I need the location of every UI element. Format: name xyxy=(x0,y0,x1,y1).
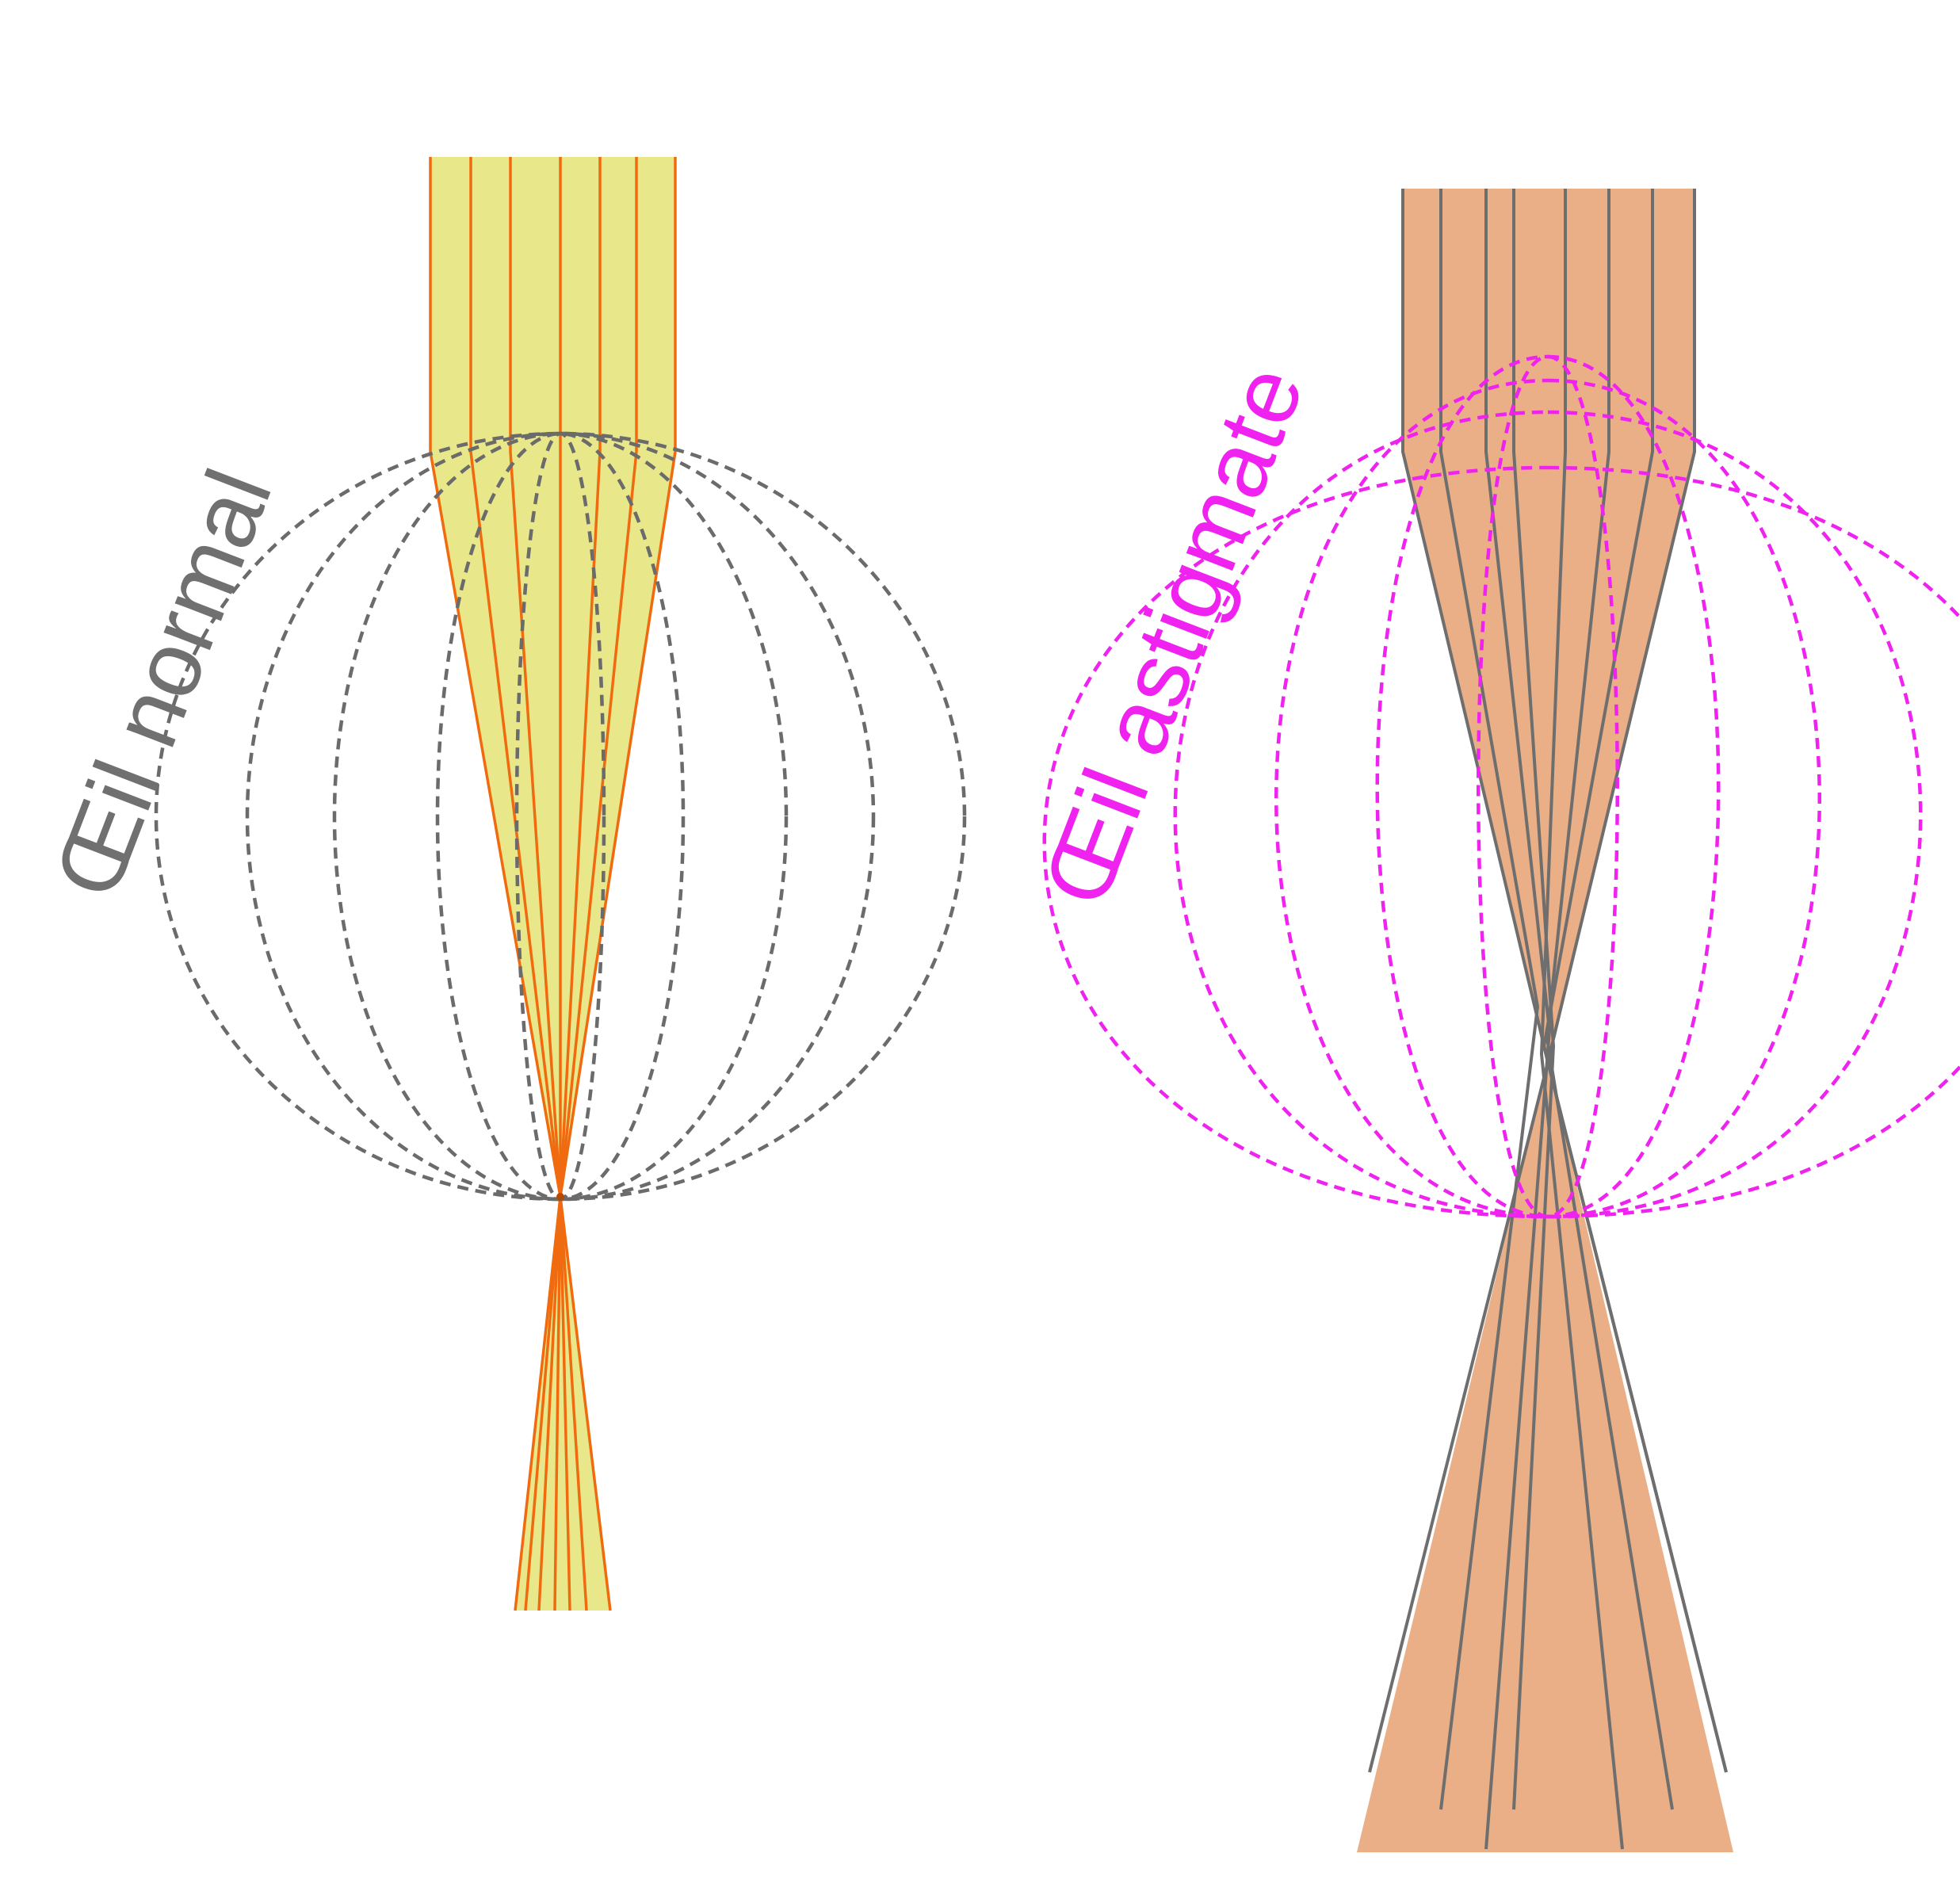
normal-ray xyxy=(553,157,562,1611)
astig-rays xyxy=(1368,189,1728,1850)
normal-eye-label: Œil normal xyxy=(34,457,292,911)
sphere-meridian xyxy=(1042,465,1960,1219)
normal-ray xyxy=(509,157,562,1611)
astig-ray xyxy=(1439,189,1540,1810)
normal-ray xyxy=(429,157,562,1611)
normal-eye: Œil normal xyxy=(34,157,967,1611)
normal-beam-lower xyxy=(515,1197,610,1611)
astigmatic-eye: Œil astigmate xyxy=(1023,189,1960,1852)
sphere-meridian xyxy=(332,431,789,1202)
astig-beam-lower xyxy=(1357,1062,1733,1852)
astig-eye-sphere xyxy=(1042,354,1960,1219)
normal-ray xyxy=(559,157,677,1611)
normal-ray xyxy=(559,157,638,1611)
astig-ray xyxy=(1484,189,1552,1850)
normal-beam-upper xyxy=(430,157,675,1197)
astig-ray xyxy=(1539,189,1624,1850)
astig-beam-upper xyxy=(1403,189,1694,1062)
astig-ray xyxy=(1368,189,1550,1773)
astig-ray xyxy=(1545,189,1728,1773)
astig-ray xyxy=(1512,189,1556,1810)
astig-ray xyxy=(1545,189,1674,1810)
focal-point xyxy=(556,1193,564,1201)
normal-ray xyxy=(559,157,602,1611)
sphere-meridian xyxy=(154,431,967,1202)
sphere-meridian xyxy=(1477,354,1619,1219)
